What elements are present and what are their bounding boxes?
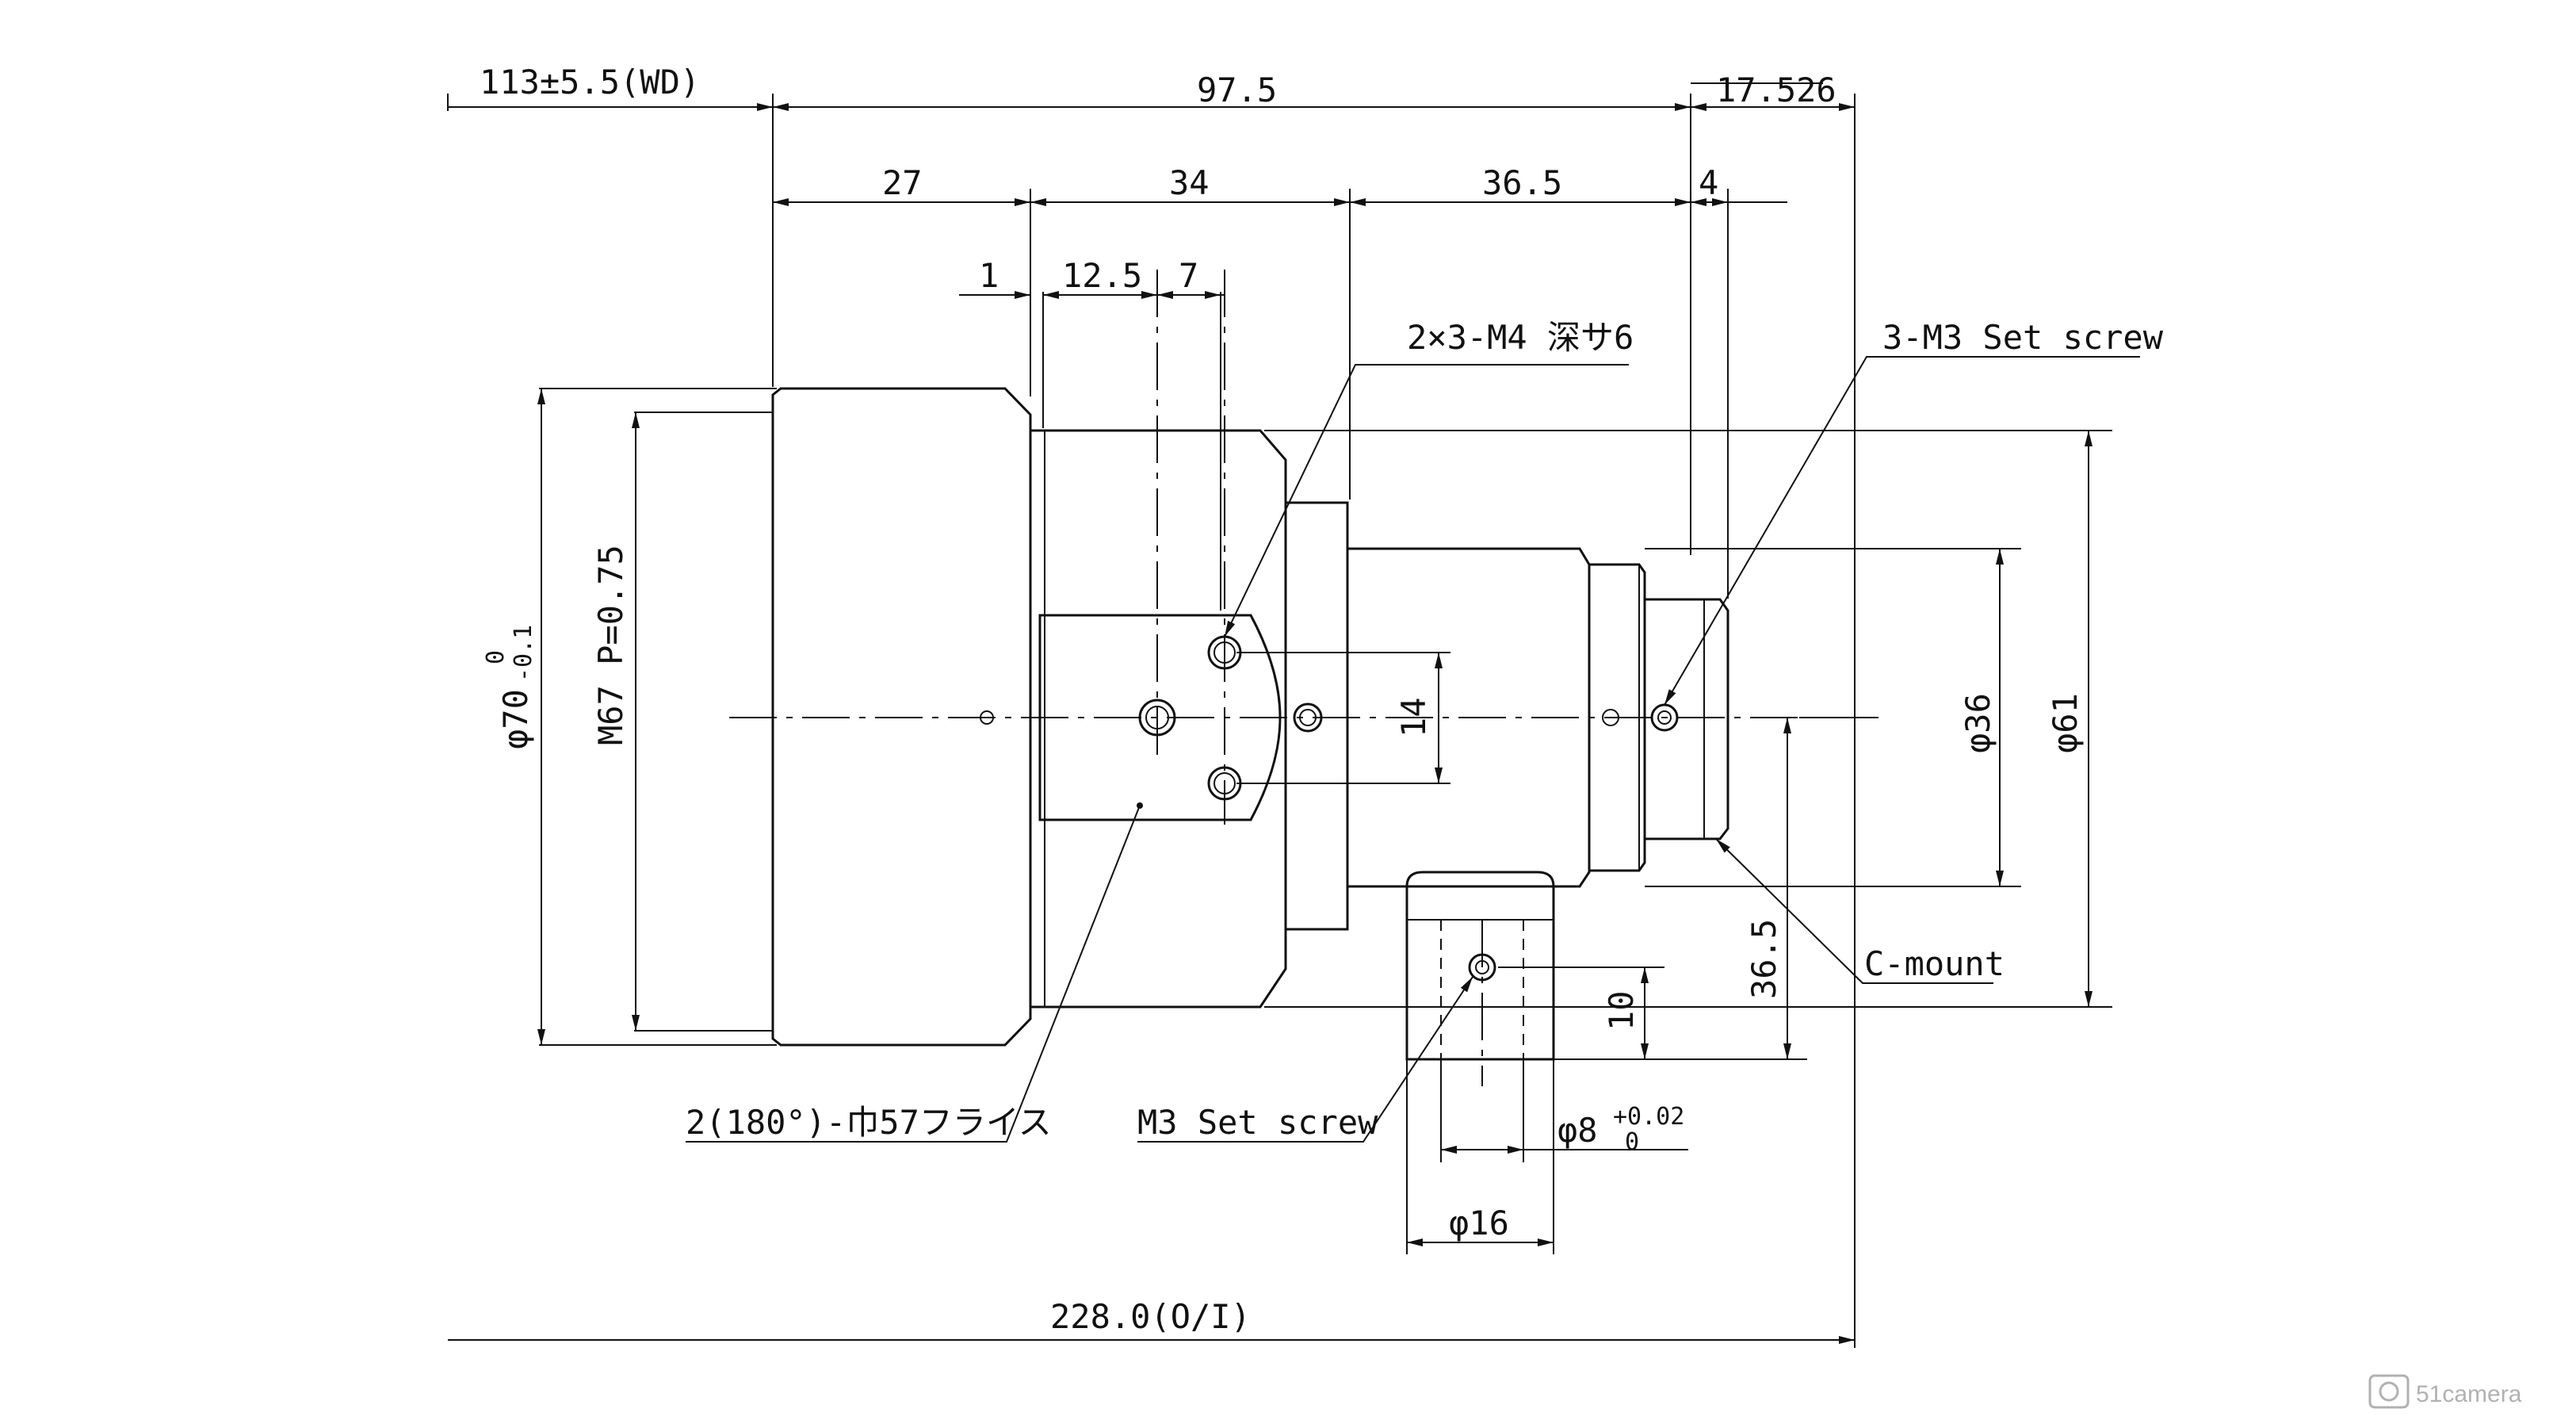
dim-phi61: φ61 [2046, 693, 2085, 753]
dim-17-526: 17.526 [1716, 71, 1836, 109]
callout-m4-holes: 2×3-M4 深サ6 [1407, 318, 1634, 357]
watermark: 51camera [2368, 1374, 2522, 1409]
side-stem [1405, 871, 1555, 1061]
dimension-lines [448, 82, 2093, 1344]
leader-flats [686, 805, 1141, 1143]
dim-phi8-tol-lower: 0 [1625, 1128, 1639, 1156]
dim-4: 4 [1699, 163, 1718, 202]
dim-36-5-vertical: 36.5 [1745, 919, 1783, 999]
dim-phi8: φ8 [1557, 1111, 1598, 1150]
dim-12-5: 12.5 [1062, 256, 1142, 295]
callout-flats: 2(180°)-巾57フライス [686, 1103, 1052, 1142]
callout-m3-set-screw-top: 3-M3 Set screw [1882, 318, 2164, 357]
leader-m4 [1224, 364, 1629, 637]
dim-phi70-tol-lower: -0.1 [510, 625, 537, 682]
c-mount-thread [1645, 598, 1729, 840]
callout-texts: 2×3-M4 深サ6 3-M3 Set screw C-mount 2(180°… [686, 318, 2164, 1142]
dim-m67: M67 P=0.75 [591, 545, 630, 745]
extension-lines [447, 94, 2112, 1348]
dim-7: 7 [1179, 256, 1198, 295]
dim-phi36: φ36 [1959, 693, 1997, 753]
dim-wd: 113±5.5(WD) [480, 63, 700, 101]
dim-phi8-tol-upper: +0.02 [1613, 1103, 1684, 1131]
callout-m3-set-screw-bottom: M3 Set screw [1137, 1103, 1378, 1142]
dim-27: 27 [882, 163, 923, 202]
dim-36-5: 36.5 [1482, 163, 1562, 202]
dim-total: 228.0(O/I) [1050, 1297, 1251, 1336]
dim-phi70-tol-upper: 0 [482, 650, 510, 664]
front-barrel [771, 387, 1032, 1047]
dim-1: 1 [979, 256, 999, 295]
dim-34: 34 [1169, 163, 1210, 202]
leader-m3-bottom [1137, 976, 1473, 1143]
dim-97-5: 97.5 [1197, 71, 1277, 109]
watermark-brand: 51camera [2416, 1381, 2522, 1407]
watermark-logo-icon [2368, 1374, 2410, 1409]
dim-phi70: φ70 [496, 689, 535, 749]
dimension-texts: 113±5.5(WD) 97.5 17.526 27 34 36.5 4 1 1… [480, 63, 2085, 1336]
center-lines [729, 270, 1856, 1086]
callout-c-mount: C-mount [1864, 944, 2005, 983]
dim-phi16: φ16 [1449, 1204, 1509, 1242]
rear-barrel-step [1286, 501, 1349, 931]
leader-c-mount [1715, 838, 1993, 984]
leader-m3-top [1664, 356, 2140, 706]
dim-10: 10 [1602, 990, 1641, 1031]
dim-14: 14 [1394, 697, 1433, 737]
lens-body [771, 387, 1729, 1061]
leader-lines [686, 356, 2140, 1143]
mid-barrel [1030, 429, 1287, 1009]
